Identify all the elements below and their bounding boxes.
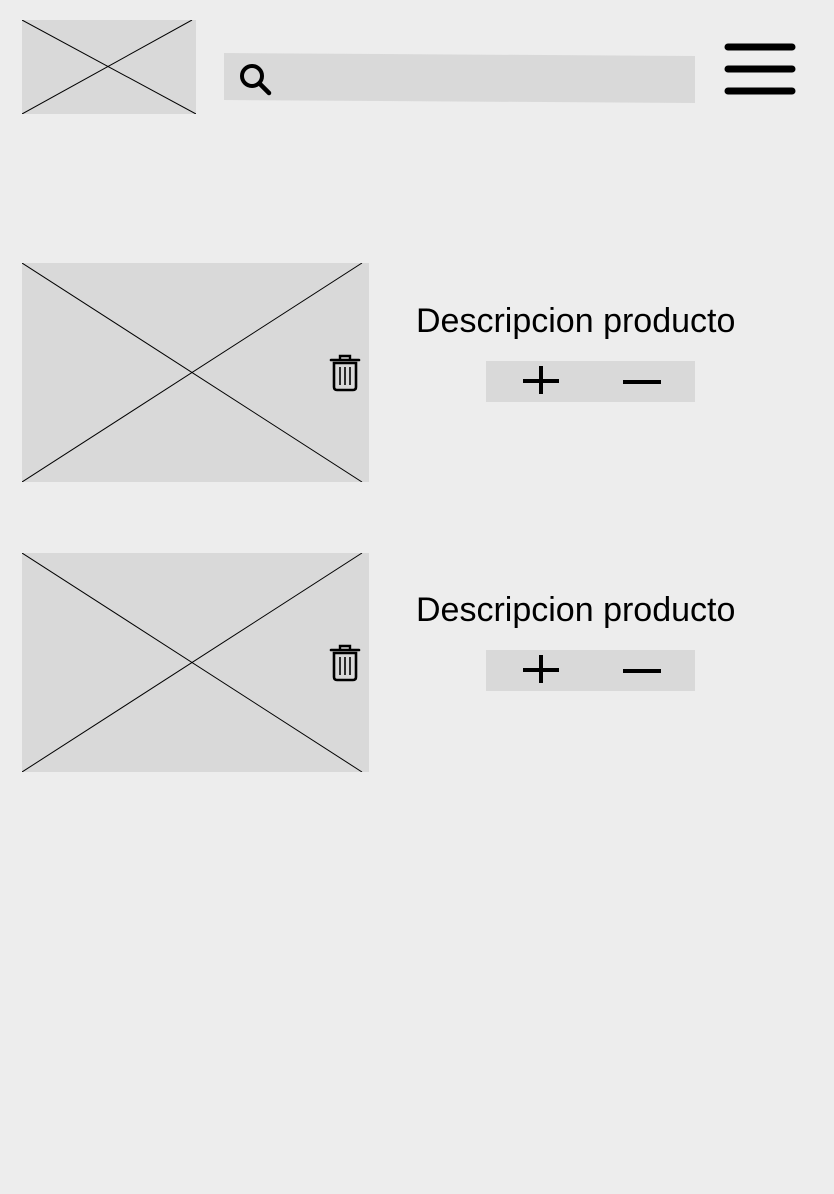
plus-icon[interactable]	[501, 650, 581, 691]
search-input[interactable]	[284, 63, 688, 93]
trash-icon[interactable]	[326, 643, 364, 683]
quantity-stepper[interactable]	[486, 361, 695, 402]
product-description: Descripcion producto	[416, 302, 736, 340]
image-placeholder-icon	[22, 263, 363, 482]
hamburger-menu-icon[interactable]	[720, 40, 800, 100]
trash-icon[interactable]	[326, 353, 364, 393]
minus-icon[interactable]	[601, 361, 681, 402]
image-placeholder-icon	[22, 20, 196, 114]
search-bar[interactable]	[224, 53, 695, 103]
product-image[interactable]	[22, 263, 369, 482]
plus-icon[interactable]	[501, 361, 581, 402]
quantity-stepper[interactable]	[486, 650, 695, 691]
minus-icon[interactable]	[601, 650, 681, 691]
search-icon[interactable]	[234, 58, 274, 98]
image-placeholder-icon	[22, 553, 363, 772]
product-image[interactable]	[22, 553, 369, 772]
logo-placeholder[interactable]	[22, 20, 196, 114]
product-description: Descripcion producto	[416, 591, 736, 629]
